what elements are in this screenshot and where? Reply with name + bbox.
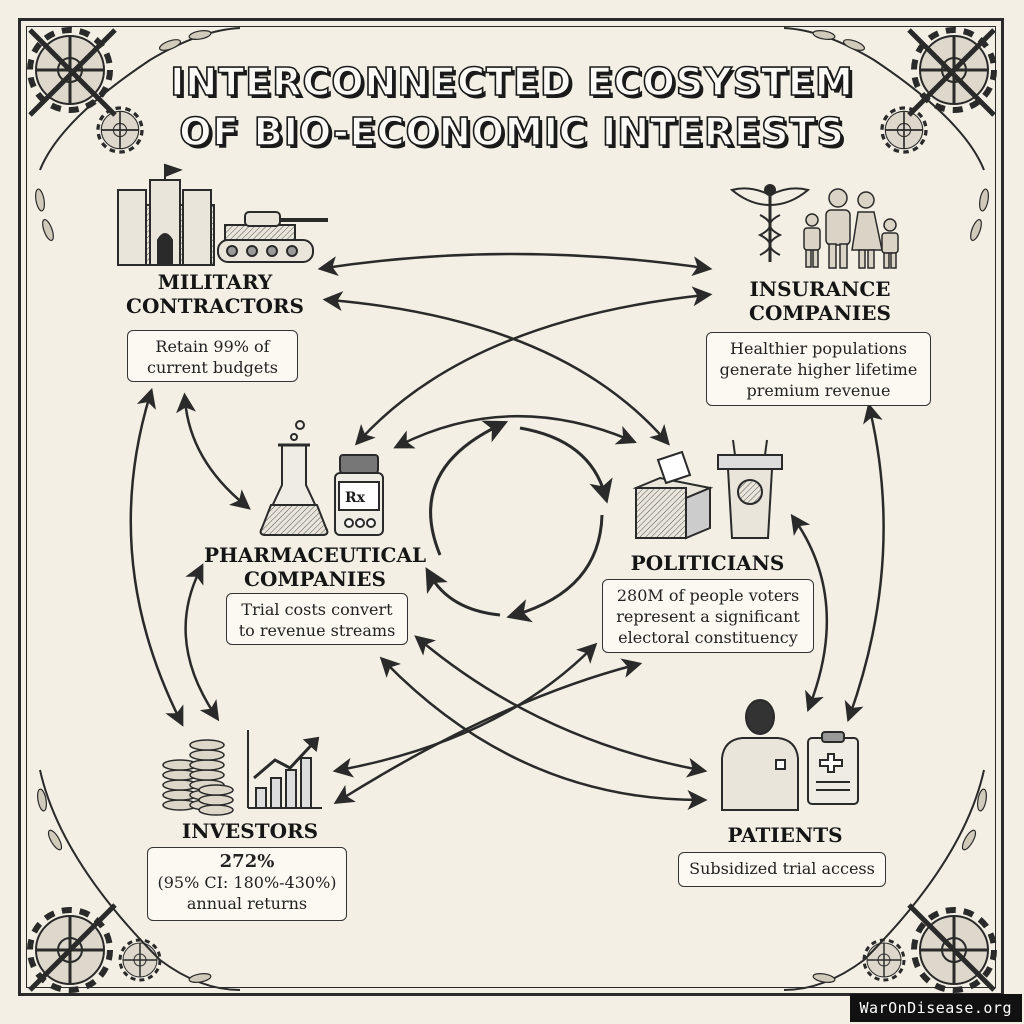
title-line-2: OF BIO-ECONOMIC INTERESTS <box>178 109 845 155</box>
pharma-label-line-2: COMPANIES <box>244 567 386 591</box>
politicians-label: POLITICIANS <box>600 551 815 575</box>
investors-label: INVESTORS <box>150 819 350 843</box>
insurance-label-line-2: COMPANIES <box>749 301 891 325</box>
family-icon <box>803 188 899 269</box>
politicians-desc-line-1: 280M of people voters <box>616 586 800 605</box>
arrow-pharma-patients <box>379 656 708 810</box>
politicians-desc-box: 280M of people voters represent a signif… <box>602 579 814 653</box>
insurance-desc-line-3: premium revenue <box>746 381 891 400</box>
insurance-companies-label: INSURANCE COMPANIES <box>710 277 930 325</box>
politicians-label-line-1: POLITICIANS <box>630 551 785 575</box>
politicians-desc-line-3: electoral constituency <box>618 628 798 647</box>
pharmaceutical-companies-label: PHARMACEUTICAL COMPANIES <box>195 543 435 591</box>
arrow-insurance-pharma <box>354 286 713 446</box>
arrow-pharma-investors <box>184 563 220 722</box>
patients-desc-line-1: Subsidized trial access <box>689 859 875 878</box>
inner-border <box>26 26 996 988</box>
coin-stack-icon <box>162 739 234 816</box>
pill-bottle-icon: Rx <box>334 454 384 536</box>
castle-icon <box>117 163 215 266</box>
corner-ornament-top-left <box>30 28 241 243</box>
podium-icon <box>717 439 783 539</box>
politicians-desc-line-2: represent a significant <box>616 607 800 626</box>
growth-chart-icon <box>247 730 322 809</box>
central-cycle-arrows <box>425 420 613 623</box>
pharma-label-line-1: PHARMACEUTICAL <box>203 543 427 567</box>
patients-desc-box: Subsidized trial access <box>678 852 886 887</box>
arrow-politicians-patients <box>790 513 829 713</box>
military-contractors-label: MILITARY CONTRACTORS <box>110 270 320 318</box>
arrow-military-pharma <box>176 392 251 510</box>
flask-icon <box>259 420 329 536</box>
corner-ornament-bottom-left <box>30 769 241 990</box>
corner-ornament-bottom-right <box>783 769 994 990</box>
arrow-pharma-politicians <box>393 415 637 449</box>
pharma-desc-line-2: to revenue streams <box>238 621 396 640</box>
patients-label: PATIENTS <box>680 823 890 847</box>
arrow-insurance-patients <box>844 402 885 723</box>
military-desc-line-1: Retain 99% of <box>155 337 270 356</box>
pharmaceutical-companies-desc-box: Trial costs convert to revenue streams <box>226 593 408 645</box>
tank-icon <box>217 211 328 263</box>
military-label-line-2: CONTRACTORS <box>126 294 304 318</box>
insurance-desc-line-1: Healthier populations <box>730 339 907 358</box>
arrow-investors-patients <box>333 658 643 804</box>
patients-label-line-1: PATIENTS <box>727 823 843 847</box>
investors-label-line-1: INVESTORS <box>181 819 319 843</box>
rx-label: Rx <box>345 490 366 506</box>
title-line-1: INTERCONNECTED ECOSYSTEM <box>169 59 854 105</box>
arrow-military-investors <box>129 387 184 727</box>
connection-arrows <box>129 252 885 810</box>
investors-stat: 272% <box>219 851 275 872</box>
pharma-desc-line-1: Trial costs convert <box>241 600 393 619</box>
insurance-companies-desc-box: Healthier populations generate higher li… <box>706 332 931 406</box>
insurance-label-line-1: INSURANCE <box>749 277 891 301</box>
corner-ornament-top-right <box>783 28 994 243</box>
arrow-pharma-patients-2 <box>414 635 708 778</box>
watermark: WarOnDisease.org <box>849 994 1022 1022</box>
investors-desc-box: 272% (95% CI: 180%-430%) annual returns <box>147 847 347 921</box>
arrow-military-insurance <box>317 252 713 277</box>
outer-border <box>18 18 1004 996</box>
ballot-box-icon <box>632 450 714 540</box>
patient-icon <box>721 699 799 811</box>
investors-desc-line-1: (95% CI: 180%-430%) <box>157 873 337 892</box>
arrow-investors-politicians <box>332 642 598 778</box>
caduceus-icon <box>729 184 811 262</box>
investors-desc-line-2: annual returns <box>186 894 308 913</box>
insurance-desc-line-2: generate higher lifetime <box>719 360 918 379</box>
military-label-line-1: MILITARY <box>157 270 273 294</box>
clipboard-icon <box>807 731 859 805</box>
military-desc-line-2: current budgets <box>147 358 278 377</box>
military-contractors-desc-box: Retain 99% of current budgets <box>127 330 298 382</box>
